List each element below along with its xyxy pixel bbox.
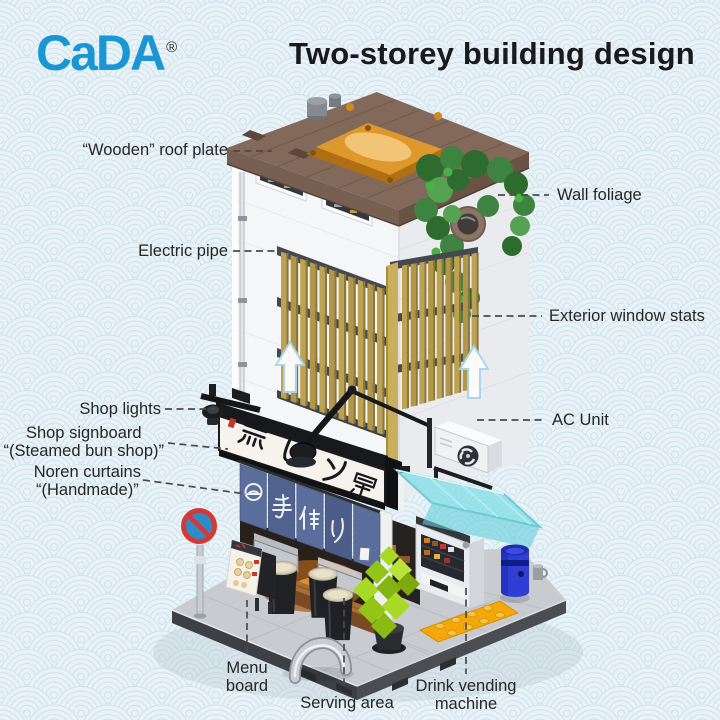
callout-drink-vending-machine-line2: machine bbox=[434, 695, 498, 714]
callout-noren-curtains: Noren curtains “(Handmade)” bbox=[34, 463, 141, 500]
callout-menu-board: Menu board bbox=[186, 659, 308, 696]
registered-trademark-mark: ® bbox=[166, 39, 178, 56]
callout-shop-lights: Shop lights bbox=[79, 400, 161, 418]
noren-curtains: 手作り bbox=[237, 459, 381, 571]
up-arrow-icon bbox=[458, 344, 490, 399]
callout-noren-curtains-line1: Noren curtains bbox=[33, 463, 141, 481]
up-arrow-icon bbox=[274, 340, 306, 393]
callout-noren-curtains-line2: “(Handmade)” bbox=[35, 481, 139, 500]
shop-lamp bbox=[286, 385, 431, 468]
callout-menu-board-line1: Menu bbox=[226, 659, 268, 677]
callout-wall-foliage: Wall foliage bbox=[557, 186, 642, 204]
cada-logo-text: CaDA bbox=[36, 25, 166, 81]
ac-unit-model bbox=[427, 418, 502, 490]
callout-drink-vending-machine: Drink vending machine bbox=[386, 677, 546, 714]
page-title: Two-storey building design bbox=[289, 36, 695, 71]
shop-lamp bbox=[200, 384, 261, 425]
callout-wooden-roof-plate: “Wooden” roof plate bbox=[82, 141, 228, 159]
electric-pipe bbox=[238, 172, 247, 404]
callout-serving-area: Serving area bbox=[300, 694, 394, 712]
yellow-plate bbox=[418, 600, 520, 643]
glass-awning bbox=[392, 466, 544, 548]
no-parking-sign bbox=[180, 507, 218, 619]
callout-menu-board-line2: board bbox=[225, 677, 269, 696]
menu-board-model bbox=[225, 539, 276, 614]
callout-shop-signboard-line1: Shop signboard bbox=[25, 424, 142, 442]
leader-shop-signboard bbox=[167, 442, 229, 450]
leader-noren-curtains bbox=[142, 479, 247, 495]
callout-electric-pipe: Electric pipe bbox=[138, 242, 228, 260]
mug bbox=[533, 564, 548, 580]
callout-shop-signboard: Shop signboard “(Steamed bun shop)” bbox=[4, 424, 165, 461]
callout-ac-unit: AC Unit bbox=[552, 411, 609, 429]
callout-exterior-window-stats: Exterior window stats bbox=[549, 307, 705, 325]
trash-bin bbox=[500, 544, 530, 603]
skylight-dome bbox=[306, 123, 452, 184]
callout-shop-signboard-line2: “(Steamed bun shop)” bbox=[3, 442, 165, 461]
callout-drink-vending-machine-line1: Drink vending bbox=[415, 677, 517, 695]
tree bbox=[353, 546, 420, 654]
cada-logo: CaDA® bbox=[36, 28, 177, 78]
